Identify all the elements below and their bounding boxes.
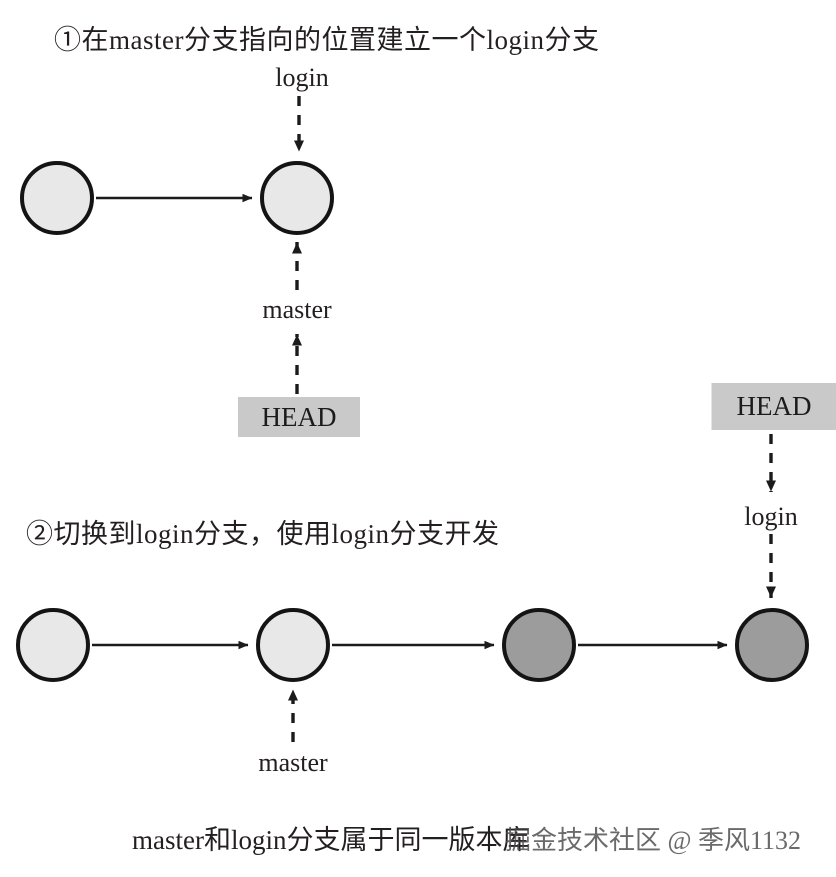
watermark-text: 掘金技术社区 @ 季风1132	[505, 826, 801, 855]
step1-heading: ①在master分支指向的位置建立一个login分支	[54, 25, 600, 55]
footer-caption: master和login分支属于同一版本库	[132, 825, 530, 855]
step2-heading: ②切换到login分支，使用login分支开发	[26, 519, 500, 549]
commit-node[interactable]	[260, 161, 334, 235]
head-pointer-box[interactable]: HEAD	[238, 397, 360, 437]
branch-label-master: master	[262, 295, 332, 324]
branch-label-login: login	[744, 502, 798, 531]
branch-label-login: login	[275, 63, 329, 92]
commit-node[interactable]	[16, 608, 90, 682]
branch-label-master: master	[258, 748, 328, 777]
commit-node[interactable]	[20, 161, 94, 235]
commit-node[interactable]	[256, 608, 330, 682]
head-pointer-box[interactable]: HEAD	[711, 383, 836, 430]
commit-node-login-branch[interactable]	[735, 608, 809, 682]
commit-node-login-branch[interactable]	[502, 608, 576, 682]
